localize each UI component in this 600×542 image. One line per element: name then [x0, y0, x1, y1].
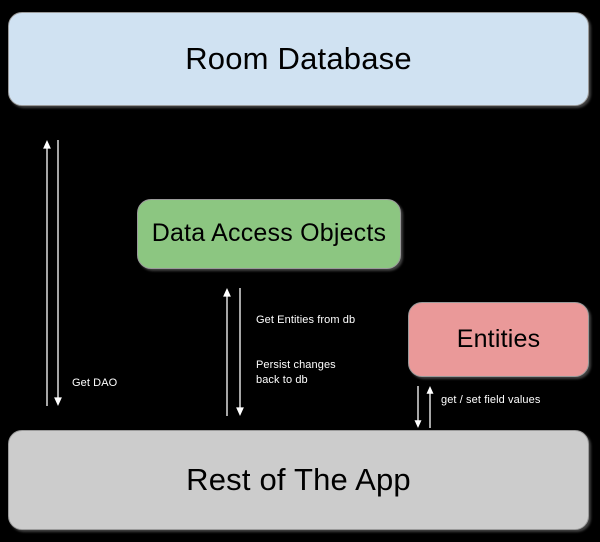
edge-label-get-set-field-values: get / set field values	[441, 394, 541, 406]
edge-label-persist-changes-back-to-db: Persist changes back to db	[256, 358, 336, 388]
connector-get-set-field-values	[412, 386, 440, 428]
node-entities-label: Entities	[456, 324, 541, 353]
edge-label-get-dao: Get DAO	[72, 377, 118, 389]
edge-label-persist-line-2: back to db	[256, 374, 308, 386]
node-rest-of-the-app-label: Rest of The App	[186, 461, 411, 497]
edge-label-get-entities-from-db: Get Entities from db	[256, 314, 356, 326]
node-room-database[interactable]: Room Database	[8, 12, 589, 106]
connector-entities-db	[220, 288, 252, 416]
node-rest-of-the-app[interactable]: Rest of The App	[8, 430, 589, 530]
node-data-access-objects-label: Data Access Objects	[151, 219, 387, 248]
node-entities[interactable]: Entities	[408, 302, 589, 377]
node-room-database-label: Room Database	[185, 40, 412, 76]
connector-get-dao	[40, 140, 70, 406]
edge-label-persist-line-1: Persist changes	[256, 359, 336, 371]
node-data-access-objects[interactable]: Data Access Objects	[137, 199, 401, 269]
